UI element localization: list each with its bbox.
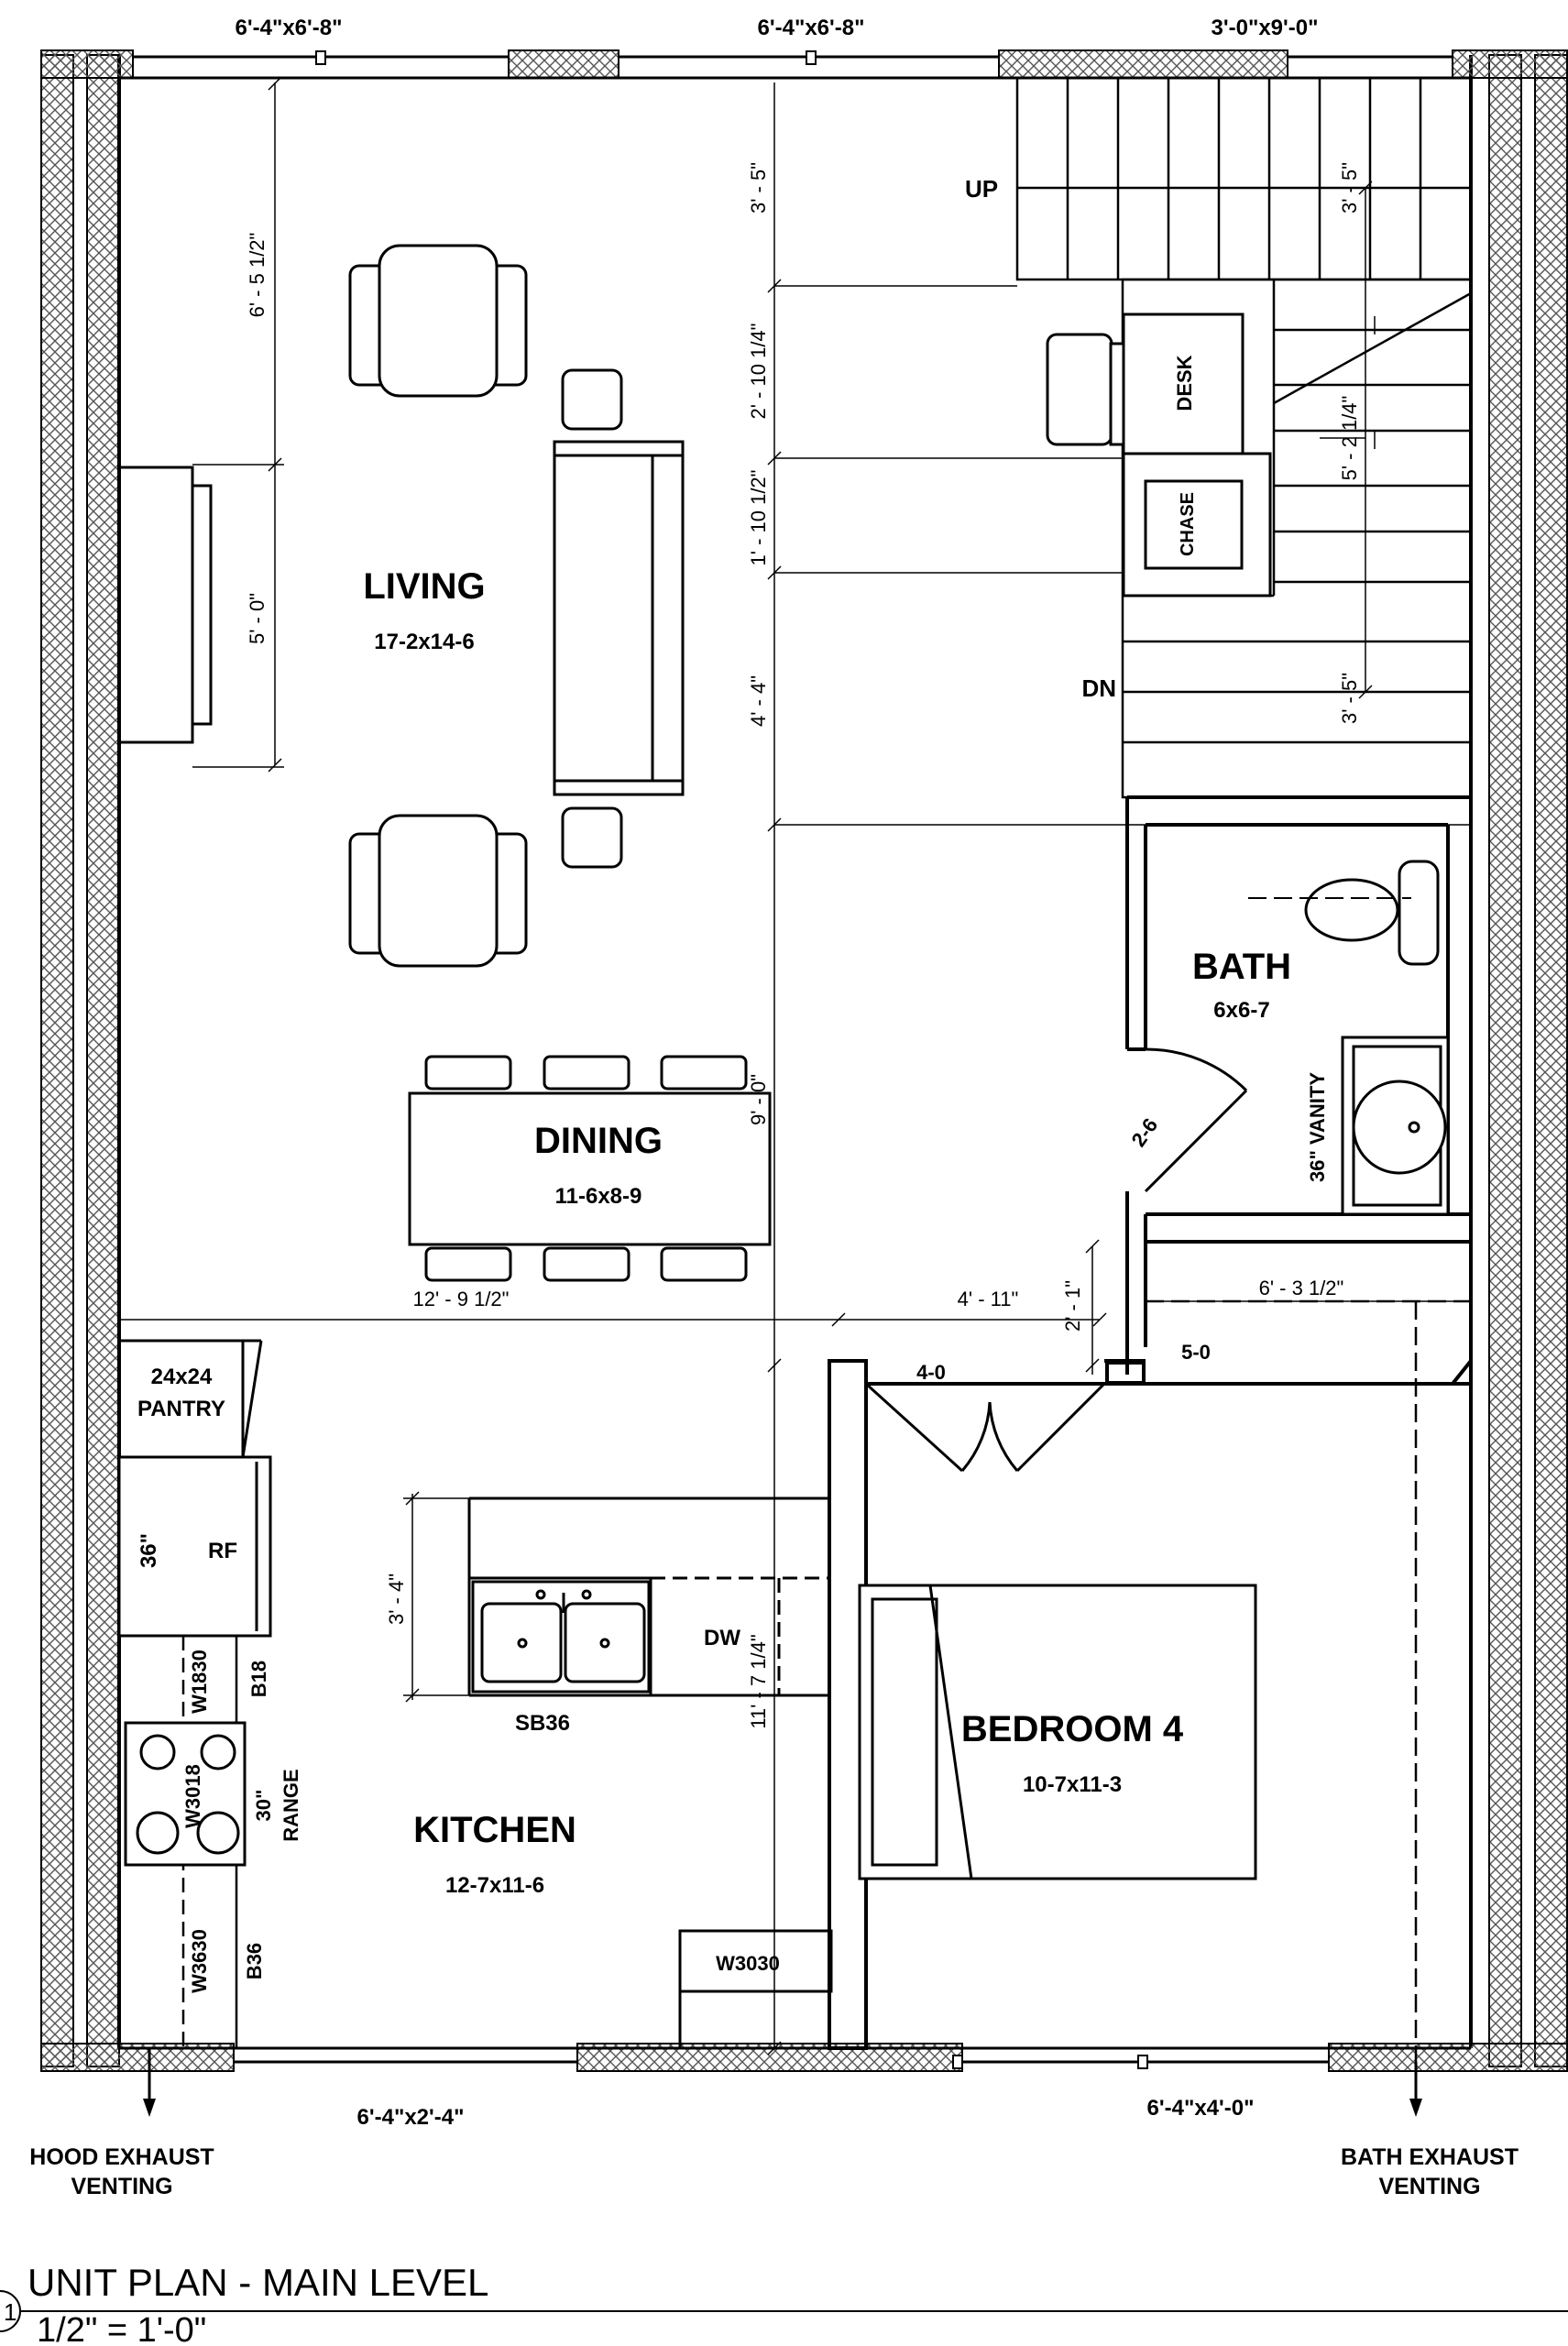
window-label-bottom-right: 6'-4"x4'-0" — [1147, 2096, 1255, 2121]
dim-hall-depth: 2' - 1" — [1061, 1280, 1084, 1332]
plan-scale: 1/2" = 1'-0" — [37, 2311, 206, 2346]
w1830-label: W1830 — [188, 1650, 211, 1714]
kitchen-sink — [471, 1580, 651, 1694]
bed — [858, 1584, 1257, 1880]
dim-closet-width: 6' - 3 1/2" — [1259, 1277, 1344, 1299]
room-size-dining: 11-6x8-9 — [555, 1184, 642, 1209]
stair-down-label: DN — [1081, 674, 1116, 702]
room-name-living: LIVING — [363, 566, 485, 607]
room-name-kitchen: KITCHEN — [413, 1810, 576, 1850]
dim-stair-lower: 4' - 4" — [747, 675, 770, 727]
bath-vent-label-1: BATH EXHAUST — [1341, 2144, 1519, 2170]
dim-dining-depth: 9' - 0" — [747, 1074, 770, 1125]
bath-vent-label-2: VENTING — [1378, 2174, 1480, 2199]
dim-hall-width: 4' - 11" — [958, 1288, 1019, 1310]
dim-stair-right-mid: 5' - 2 1/4" — [1338, 396, 1361, 481]
window-label-top-left: 6'-4"x6'-8" — [236, 16, 343, 40]
range-width-label: 30" — [252, 1790, 275, 1822]
stairs — [1015, 76, 1473, 799]
refrigerator — [117, 1455, 272, 1638]
room-size-bedroom: 10-7x11-3 — [1023, 1772, 1122, 1797]
dim-chase-area: 1' - 10 1/2" — [747, 470, 770, 566]
range-label: RANGE — [280, 1769, 302, 1841]
dim-kitchen-depth: 11' - 7 1/4" — [747, 1634, 770, 1728]
room-name-bedroom: BEDROOM 4 — [961, 1709, 1184, 1749]
window-label-top-right: 3'-0"x9'-0" — [1212, 16, 1319, 40]
hood-vent-label-2: VENTING — [71, 2174, 172, 2199]
dining-table — [408, 1055, 772, 1282]
pantry-size-label: 24x24 — [151, 1365, 213, 1389]
fireplace — [117, 466, 213, 744]
sink-label: SB36 — [515, 1711, 570, 1736]
exterior-walls — [40, 49, 1568, 2072]
range — [124, 1721, 247, 1867]
ottoman-top — [561, 368, 623, 431]
fridge-label: RF — [208, 1539, 237, 1563]
w3018-label: W3018 — [181, 1764, 204, 1828]
bath-door — [1144, 1047, 1248, 1193]
kitchen-island — [467, 1496, 829, 1697]
view-number: 1 — [4, 2298, 16, 2326]
bedroom-door-label: 4-0 — [916, 1361, 946, 1384]
vent-arrows — [143, 2048, 1422, 2117]
hood-vent-label-1: HOOD EXHAUST — [29, 2144, 214, 2170]
w3030-label: W3030 — [716, 1952, 780, 1975]
chase — [1122, 452, 1272, 597]
pantry-label: PANTRY — [137, 1397, 225, 1421]
dim-desk-area: 2' - 10 1/4" — [747, 323, 770, 420]
dim-dining-width: 12' - 9 1/2" — [413, 1288, 510, 1310]
dim-living-upper: 6' - 5 1/2" — [246, 233, 269, 318]
desk — [1046, 312, 1245, 455]
desk-label: DESK — [1173, 355, 1196, 411]
view-marker — [0, 2290, 21, 2332]
room-name-dining: DINING — [534, 1121, 663, 1161]
dimension-lines — [119, 76, 1471, 2055]
room-size-kitchen: 12-7x11-6 — [445, 1873, 544, 1898]
bath-door-label: 2-6 — [1126, 1114, 1162, 1151]
w3630-label: W3630 — [188, 1929, 211, 1993]
window-label-bottom-left: 6'-4"x2'-4" — [357, 2105, 465, 2130]
ottoman-bottom — [561, 806, 623, 869]
dim-fireplace: 5' - 0" — [246, 593, 269, 644]
room-size-living: 17-2x14-6 — [374, 630, 474, 654]
b18-label: B18 — [247, 1661, 270, 1697]
armchair-top — [348, 244, 528, 398]
bedroom-door — [864, 1382, 1106, 1473]
chase-label: CHASE — [1178, 492, 1198, 556]
window-label-top-mid: 6'-4"x6'-8" — [758, 16, 865, 40]
dim-stair-upper: 3' - 5" — [747, 162, 770, 214]
toilet — [1304, 860, 1440, 966]
dishwasher-label: DW — [704, 1626, 740, 1650]
dim-stair-right-upper: 3' - 5" — [1338, 162, 1361, 214]
b36-label: B36 — [243, 1943, 266, 1979]
sofa — [553, 440, 685, 796]
dim-island-depth: 3' - 4" — [385, 1573, 408, 1625]
vanity-label: 36" VANITY — [1306, 1072, 1329, 1182]
dim-stair-right-lower: 3' - 5" — [1338, 673, 1361, 724]
room-size-bath: 6x6-7 — [1213, 998, 1269, 1023]
armchair-bottom — [348, 814, 528, 968]
fridge-width-label: 36" — [137, 1533, 161, 1568]
room-name-bath: BATH — [1192, 947, 1291, 987]
plan-title: UNIT PLAN - MAIN LEVEL — [27, 2261, 488, 2304]
stair-up-label: UP — [965, 175, 998, 203]
closet-door-label: 5-0 — [1181, 1341, 1211, 1364]
vanity — [1341, 1036, 1450, 1216]
